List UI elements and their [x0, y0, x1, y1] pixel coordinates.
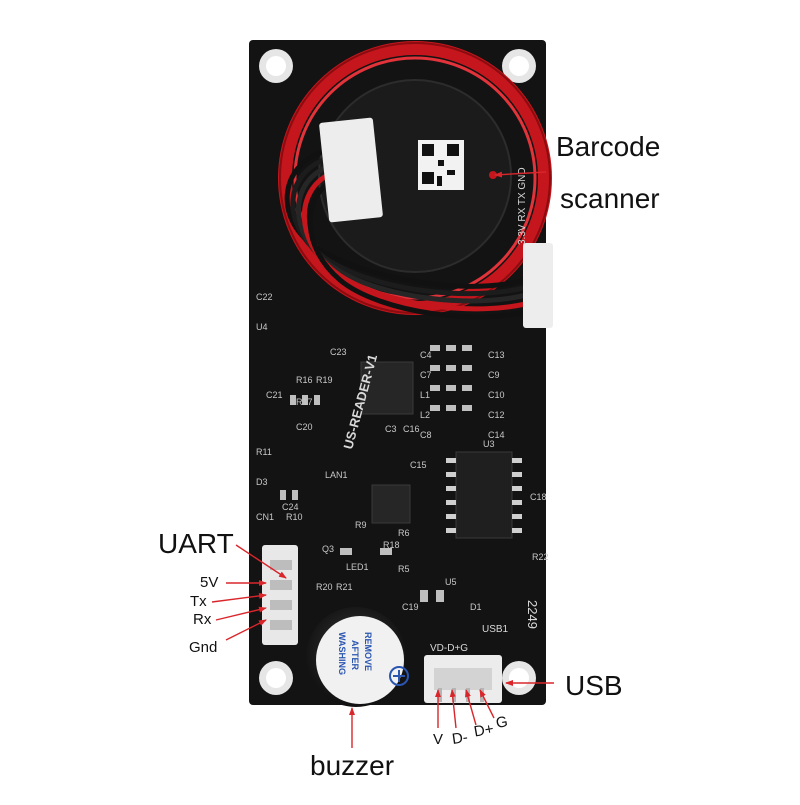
svg-text:WASHING: WASHING: [337, 632, 347, 675]
ic-u3-pins: [446, 458, 522, 533]
barcode-scanner-label-line2: scanner: [560, 183, 660, 214]
silk-label-q3: Q3: [322, 544, 334, 554]
silk-label-c19: C19: [402, 602, 419, 612]
silk-label-l1: L1: [420, 390, 430, 400]
silk-code: 2249: [525, 600, 540, 629]
usb-connector: [424, 655, 502, 703]
silk-label-c8: C8: [420, 430, 432, 440]
silk-label-c23: C23: [330, 347, 347, 357]
silk-label-lan1: LAN1: [325, 470, 348, 480]
silk-label-r6: R6: [398, 528, 410, 538]
silk-label-r21: R21: [336, 582, 353, 592]
silk-label-c16: C16: [403, 424, 420, 434]
qr-pattern: [422, 144, 459, 186]
silk-usb-header: USB1: [482, 624, 509, 635]
uart-pin-gnd: Gnd: [189, 639, 218, 656]
silk-label-d1: D1: [470, 602, 482, 612]
silk-label-u4: U4: [256, 322, 268, 332]
mounting-holes: [259, 49, 536, 695]
svg-text:AFTER: AFTER: [350, 640, 360, 670]
silk-label-c15: C15: [410, 460, 427, 470]
silk-label-cn1: CN1: [256, 512, 274, 522]
usb-pin-dminus: D-: [450, 728, 469, 749]
pointer-arrows: [211, 171, 554, 748]
silk-label-l2: L2: [420, 410, 430, 420]
silk-label-c21: C21: [266, 390, 283, 400]
silk-label-r18: R18: [383, 540, 400, 550]
cable-bundle: [284, 147, 541, 320]
silk-label-c7: C7: [420, 370, 432, 380]
ic-small: [371, 484, 411, 524]
silk-label-c4: C4: [420, 350, 432, 360]
uart-pin-rx: Rx: [193, 611, 212, 628]
passive-components: [280, 345, 472, 602]
silk-label-r22: R22: [532, 552, 549, 562]
silk-label-r11: R11: [256, 447, 272, 457]
silk-label-c20: C20: [296, 422, 313, 432]
svg-text:REMOVE: REMOVE: [363, 632, 373, 671]
usb-label: USB: [565, 670, 623, 701]
buzzer-component: REMOVE AFTER WASHING: [306, 607, 409, 707]
silk-label-r9: R9: [355, 520, 367, 530]
usb-pin-v: V: [433, 731, 444, 748]
silk-label-r19: R19: [316, 375, 333, 385]
silk-label-c18: C18: [530, 492, 547, 502]
silk-label-c10: C10: [488, 390, 505, 400]
silk-label-c14: C14: [488, 430, 505, 440]
silk-label-c12: C12: [488, 410, 505, 420]
silk-label-r16: R16: [296, 375, 313, 385]
silk-label-r5: R5: [398, 564, 410, 574]
main-ic: [360, 361, 414, 415]
barcode-scanner-label-line1: Barcode: [556, 131, 661, 162]
silk-label-c13: C13: [488, 350, 505, 360]
silk-label-r17: R17: [296, 397, 313, 407]
uart-pin-5v: 5V: [200, 574, 219, 591]
silk-label-d3: D3: [256, 477, 268, 487]
silk-label-c24: C24: [282, 502, 299, 512]
uart-pin-tx: Tx: [190, 593, 207, 610]
silk-label-r20: R20: [316, 582, 333, 592]
uart-label: UART: [158, 528, 234, 559]
cable-connector-right: [523, 243, 553, 328]
ic-u3: [455, 451, 513, 539]
silk-label-c9: C9: [488, 370, 500, 380]
silk-top-right: 3.3V RX TX GND: [517, 167, 528, 245]
silk-label-r10: R10: [286, 512, 303, 522]
silk-label-u3: U3: [483, 439, 495, 449]
silk-label-led1: LED1: [346, 562, 369, 572]
usb-pin-dplus: D+: [472, 720, 495, 741]
silk-label-c22: C22: [256, 292, 273, 302]
silk-label-u5: U5: [445, 577, 457, 587]
silk-usb-pins: VD-D+G: [430, 643, 468, 654]
silk-label-c3: C3: [385, 424, 397, 434]
buzzer-label: buzzer: [310, 750, 395, 781]
uart-connector: [262, 545, 298, 645]
cable-connector-top: [319, 117, 383, 223]
